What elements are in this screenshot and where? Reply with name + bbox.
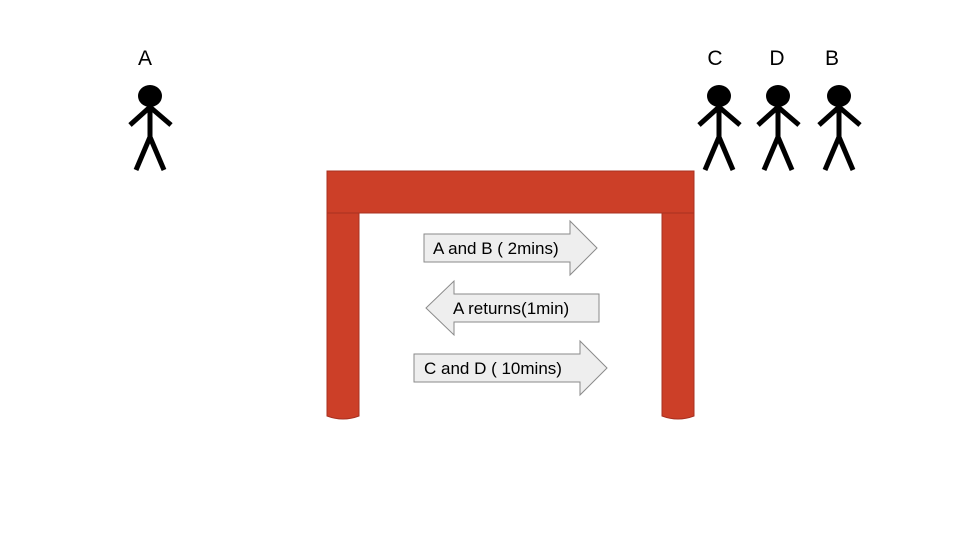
crossing-arrow-3: C and D ( 10mins): [413, 339, 608, 397]
person-a: A: [128, 47, 173, 171]
arrow-right-icon: [413, 339, 608, 397]
bridge-pillar-right: [661, 212, 695, 420]
person-c: C: [697, 47, 742, 171]
person-label-c: C: [707, 47, 722, 70]
bridge: [326, 170, 695, 420]
stick-figure-icon: [128, 85, 173, 171]
stick-figure-icon: [697, 85, 742, 171]
person-d: D: [756, 47, 801, 171]
figure-head: [138, 85, 162, 107]
stick-figure-icon: [817, 85, 862, 171]
person-label-a: A: [138, 47, 152, 70]
person-label-d: D: [769, 47, 784, 70]
person-label-b: B: [825, 47, 839, 70]
arrow-left-icon: [425, 279, 600, 337]
bridge-deck: [326, 170, 695, 214]
crossing-arrow-2: A returns(1min): [425, 279, 600, 337]
figure-head: [827, 85, 851, 107]
crossing-arrow-1: A and B ( 2mins): [423, 219, 598, 277]
figure-head: [707, 85, 731, 107]
figure-head: [766, 85, 790, 107]
stick-figure-icon: [756, 85, 801, 171]
crossing-label-1: A and B ( 2mins): [433, 239, 559, 258]
arrow-right-icon: [423, 219, 598, 277]
bridge-pillar-left: [326, 212, 360, 420]
crossing-label-3: C and D ( 10mins): [424, 359, 562, 378]
crossing-label-2: A returns(1min): [453, 299, 569, 318]
person-b: B: [817, 47, 862, 171]
